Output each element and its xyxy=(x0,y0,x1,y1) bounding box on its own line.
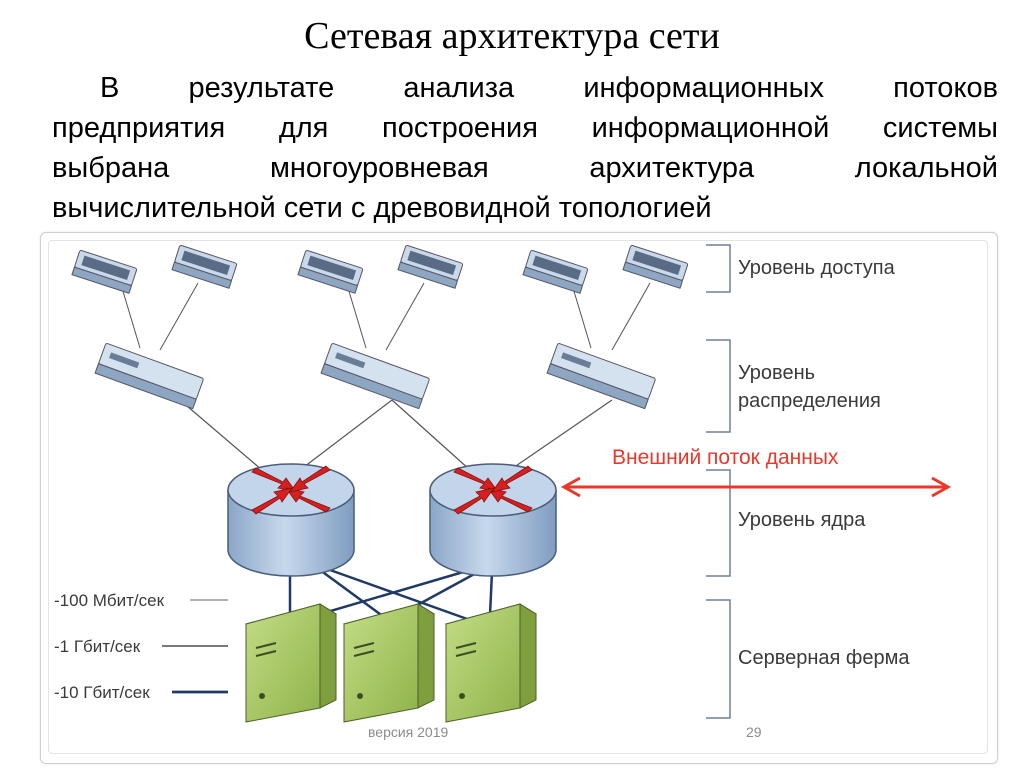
paragraph-line-3: выбрана многоуровневая архитектура локал… xyxy=(52,152,998,184)
level-label-distribution-1: Уровень xyxy=(738,362,815,384)
router-arrows-icon xyxy=(453,465,533,515)
access-switch-6 xyxy=(622,245,689,289)
diagram-inner-frame xyxy=(48,240,988,754)
external-flow-arrow xyxy=(560,476,952,498)
level-label-core: Уровень ядра xyxy=(738,509,866,531)
core-router-1 xyxy=(227,463,355,577)
server-2 xyxy=(342,603,436,723)
link-dist-3 xyxy=(391,399,471,471)
speed-legend: -100 Мбит/сек -1 Гбит/сек -10 Гбит/сек xyxy=(54,591,228,702)
link-dist-2 xyxy=(299,399,393,471)
link-dist-4 xyxy=(509,399,613,471)
access-switches xyxy=(71,245,689,294)
level-brackets xyxy=(706,244,731,719)
level-label-access: Уровень доступа xyxy=(738,257,896,279)
access-switch-2 xyxy=(171,245,238,289)
paragraph-line-2: предприятия для построения информационно… xyxy=(52,112,998,144)
server-farm xyxy=(244,603,538,723)
bracket-access xyxy=(706,244,731,293)
link-access-5 xyxy=(572,287,592,349)
slide-paragraph: В результате анализа информационных пото… xyxy=(52,68,998,228)
distribution-switch-1 xyxy=(94,343,204,410)
link-dist-1 xyxy=(179,399,263,471)
router-arrows-icon xyxy=(251,465,331,515)
link-core-server-2 xyxy=(319,568,389,622)
connection-lines xyxy=(121,282,651,622)
bracket-core xyxy=(706,469,731,577)
link-access-4 xyxy=(385,282,425,351)
external-flow-label: Внешний поток данных xyxy=(612,446,839,469)
legend-label-10gbit: -10 Гбит/сек xyxy=(54,683,150,702)
core-routers xyxy=(227,463,557,577)
level-label-server-farm: Серверная ферма xyxy=(738,647,910,669)
link-access-6 xyxy=(611,282,651,351)
link-access-2 xyxy=(159,282,199,351)
server-3 xyxy=(444,603,538,723)
footer-version: версия 2019 xyxy=(368,724,449,740)
paragraph-line-1: В результате анализа информационных пото… xyxy=(100,72,998,104)
distribution-switch-3 xyxy=(546,343,656,410)
core-router-2 xyxy=(429,463,557,577)
link-core-server-6 xyxy=(488,571,494,616)
slide-title: Сетевая архитектура сети xyxy=(304,15,720,57)
access-switch-1 xyxy=(71,250,138,294)
link-access-1 xyxy=(121,287,141,349)
access-switch-3 xyxy=(297,250,364,294)
legend-label-1gbit: -1 Гбит/сек xyxy=(54,637,141,656)
link-core-server-3 xyxy=(329,568,471,622)
distribution-switch-2 xyxy=(320,343,430,410)
level-label-distribution-2: распределения xyxy=(738,390,881,412)
server-1 xyxy=(244,603,338,723)
bracket-server-farm xyxy=(706,599,731,719)
access-switch-4 xyxy=(397,245,464,289)
paragraph-line-4: вычислительной сети с древовидной тополо… xyxy=(52,192,712,224)
legend-label-100mbit: -100 Мбит/сек xyxy=(54,591,165,610)
access-switch-5 xyxy=(522,250,589,294)
bracket-distribution xyxy=(706,339,731,433)
link-access-3 xyxy=(347,287,367,349)
footer-page-number: 29 xyxy=(746,724,762,740)
distribution-switches xyxy=(94,343,656,410)
